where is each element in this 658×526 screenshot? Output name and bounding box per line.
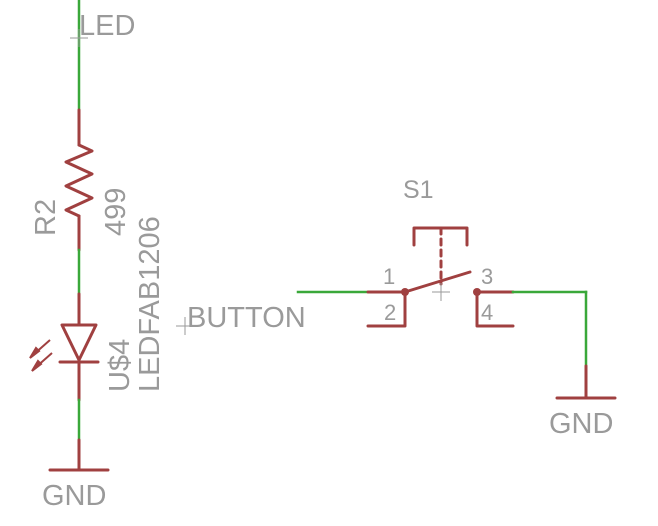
switch-contact-dot (473, 288, 481, 296)
origin-cross-button (176, 317, 194, 335)
led-diode-triangle[interactable] (60, 323, 98, 362)
net-label-led: LED (79, 10, 135, 42)
switch-pin-3: 3 (481, 264, 493, 289)
resistor-value: 499 (100, 188, 132, 236)
switch-pin-4: 4 (481, 300, 493, 325)
led-emission-arrows-icon (29, 339, 53, 372)
resistor-name: R2 (30, 199, 62, 236)
led-part-value: LEDFAB1206 (134, 216, 166, 392)
led-part-name: U$4 (104, 339, 136, 392)
switch-pin-1: 1 (383, 264, 395, 289)
net-label-button: BUTTON (187, 302, 306, 334)
resistor-r2-symbol[interactable] (64, 143, 94, 218)
switch-name: S1 (403, 176, 434, 204)
net-label-gnd-left: GND (42, 480, 106, 512)
origin-cross-led (70, 29, 88, 47)
net-label-gnd-right: GND (549, 408, 613, 440)
switch-pin-2: 2 (384, 300, 396, 325)
switch-pin2-lead (366, 290, 407, 328)
switch-pin4-lead (475, 290, 515, 328)
switch-lever[interactable] (403, 270, 472, 294)
origin-cross-switch (432, 283, 450, 301)
